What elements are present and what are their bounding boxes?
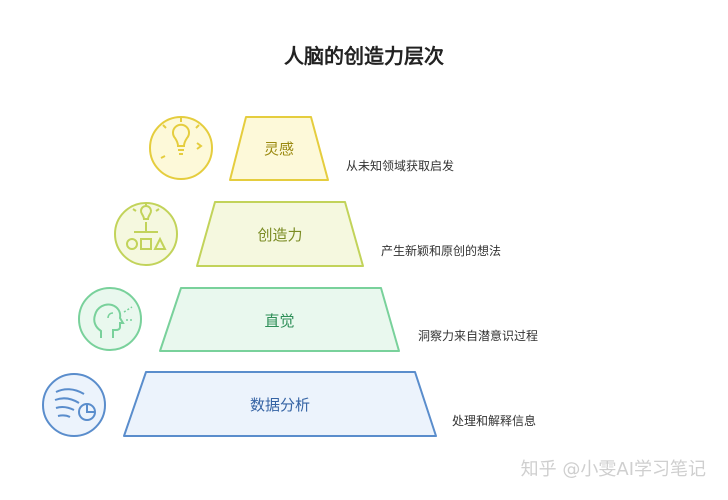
lightbulb-shapes-icon: [114, 202, 178, 266]
tier-inspiration: [149, 116, 329, 181]
lightbulb-idea-icon: [149, 116, 213, 180]
tier-inspiration-band: [229, 116, 329, 181]
tier-intuition: [78, 287, 400, 352]
tier-data-analysis: [42, 371, 437, 437]
tier-data-analysis-band: [123, 371, 437, 437]
tier-desc-creativity: 产生新颖和原创的想法: [381, 244, 502, 258]
tier-creativity: [114, 201, 364, 267]
tier-desc-intuition: 洞察力来自潜意识过程: [418, 329, 539, 343]
tier-label-creativity: 创造力: [257, 226, 303, 244]
tier-creativity-band: [196, 201, 364, 267]
tier-desc-data-analysis: 处理和解释信息: [452, 414, 537, 428]
head-profile-icon: [78, 287, 142, 351]
tier-desc-inspiration: 从未知领域获取启发: [346, 159, 455, 173]
data-analysis-icon: [42, 373, 106, 437]
diagram-title: 人脑的创造力层次: [284, 44, 444, 68]
watermark: 知乎 @小雯AI学习笔记: [520, 459, 706, 480]
tier-intuition-band: [159, 287, 400, 352]
tier-label-intuition: 直觉: [264, 312, 295, 330]
tier-label-inspiration: 灵感: [263, 140, 294, 158]
tier-label-data-analysis: 数据分析: [249, 396, 310, 414]
